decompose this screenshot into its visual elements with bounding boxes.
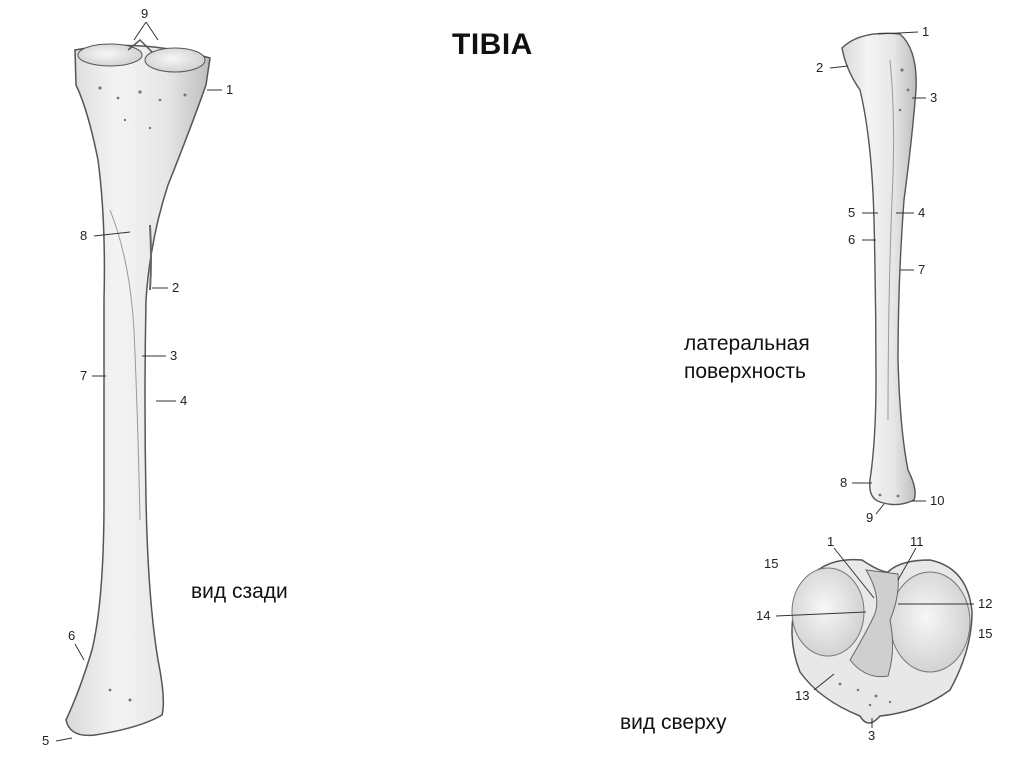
lateral-label: 1 — [922, 24, 929, 39]
superior-label: 12 — [978, 596, 992, 611]
posterior-label: 9 — [141, 6, 148, 21]
lateral-caption-line1: латеральная — [684, 332, 810, 355]
posterior-label: 1 — [226, 82, 233, 97]
lateral-label: 4 — [918, 205, 925, 220]
superior-view-labels: 1 11 15 12 14 15 13 3 — [756, 534, 992, 743]
superior-label: 15 — [978, 626, 992, 641]
lateral-view-bone — [841, 32, 917, 506]
superior-label: 11 — [910, 534, 924, 549]
posterior-label: 8 — [80, 228, 87, 243]
posterior-label: 7 — [80, 368, 87, 383]
superior-label: 15 — [764, 556, 778, 571]
lateral-view-labels: 1 2 3 5 4 6 7 8 10 9 — [816, 24, 944, 525]
lateral-label: 5 — [848, 205, 855, 220]
lateral-label: 7 — [918, 262, 925, 277]
posterior-label: 6 — [68, 628, 75, 643]
lateral-label: 9 — [866, 510, 873, 525]
superior-view-plateau — [791, 558, 973, 724]
superior-label: 3 — [868, 728, 875, 743]
lateral-label: 6 — [848, 232, 855, 247]
posterior-label: 4 — [180, 393, 187, 408]
superior-view-caption: вид сверху — [620, 711, 727, 734]
posterior-view-caption: вид сзади — [191, 580, 288, 603]
lateral-view-caption: латеральная поверхность — [684, 330, 810, 386]
lateral-label: 8 — [840, 475, 847, 490]
posterior-label: 2 — [172, 280, 179, 295]
posterior-view-bone — [65, 38, 211, 737]
page-title: TIBIA — [452, 28, 533, 61]
posterior-view-labels: 9 1 8 2 3 7 4 6 5 — [42, 6, 233, 748]
lateral-label: 10 — [930, 493, 944, 508]
superior-label: 14 — [756, 608, 770, 623]
posterior-label: 5 — [42, 733, 49, 748]
superior-label: 13 — [795, 688, 809, 703]
lateral-caption-line2: поверхность — [684, 360, 806, 383]
lateral-label: 3 — [930, 90, 937, 105]
posterior-view-leaders — [55, 21, 222, 742]
lateral-label: 2 — [816, 60, 823, 75]
superior-view-leaders — [775, 547, 974, 728]
posterior-label: 3 — [170, 348, 177, 363]
lateral-view-leaders — [829, 31, 926, 515]
superior-label: 1 — [827, 534, 834, 549]
